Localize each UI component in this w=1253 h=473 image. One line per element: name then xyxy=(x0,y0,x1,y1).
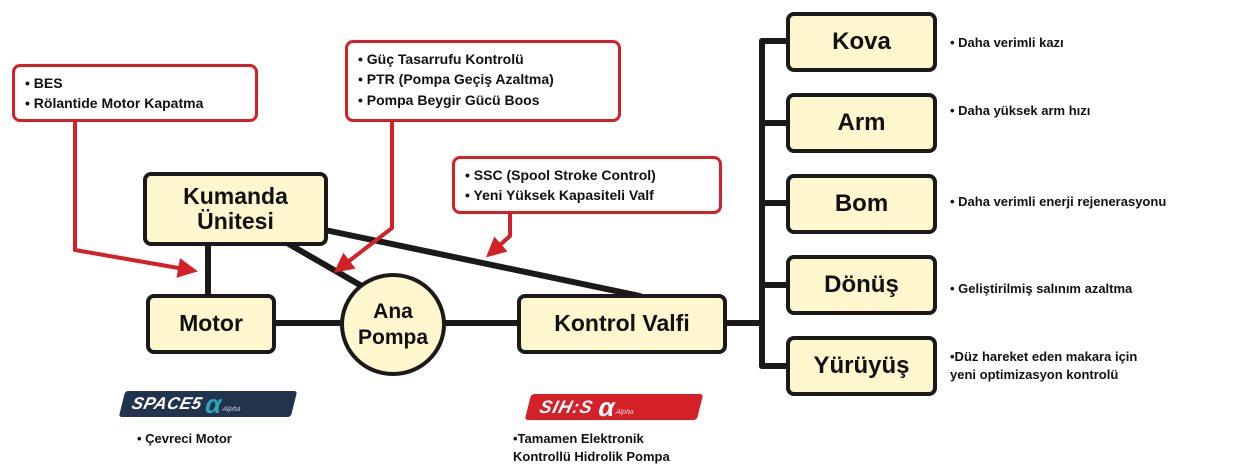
pump-caption-line-2: Kontrollü Hidrolik Pompa xyxy=(513,448,670,464)
pompa-line-2: Pompa xyxy=(357,325,428,349)
pompa-line-1: Ana xyxy=(373,300,413,324)
output-yuruyus-label: Yürüyüş xyxy=(813,351,910,379)
space5-logo-name: SPACE5 xyxy=(129,394,205,413)
space5-logo-tag: Alpha xyxy=(221,406,242,413)
output-donus: Dönüş xyxy=(786,255,937,315)
valve-callout-arrow xyxy=(486,212,512,258)
output-bom: Bom xyxy=(786,174,937,234)
desc-arm-text: • Daha yüksek arm hızı xyxy=(950,103,1091,118)
valve-callout: • SSC (Spool Stroke Control) • Yeni Yüks… xyxy=(452,156,722,214)
motor-caption: • Çevreci Motor xyxy=(137,430,232,448)
desc-arm: • Daha yüksek arm hızı xyxy=(950,102,1090,120)
output-kova-label: Kova xyxy=(832,27,891,55)
space5-logo: SPACE5 α Alpha xyxy=(118,389,298,419)
desc-yuruyus: •Düz hareket eden makara için yeni optim… xyxy=(950,348,1137,384)
motor-caption-text: • Çevreci Motor xyxy=(137,431,232,446)
engine-callout: • BES • Rölantide Motor Kapatma xyxy=(12,64,258,122)
desc-donus-text: • Geliştirilmiş salınım azaltma xyxy=(950,281,1133,296)
pump-callout-line-2: • PTR (Pompa Geçiş Azaltma) xyxy=(358,71,554,88)
sihs-logo-mark: α xyxy=(595,392,619,422)
engine-callout-line-1: • BES xyxy=(25,75,63,91)
pump-callout: • Güç Tasarrufu Kontrolü • PTR (Pompa Ge… xyxy=(345,40,621,122)
output-arm: Arm xyxy=(786,93,937,153)
sihs-logo-tag: Alpha xyxy=(614,409,635,416)
desc-donus: • Geliştirilmiş salınım azaltma xyxy=(950,280,1132,298)
kumanda-line-1: Kumanda xyxy=(183,182,288,209)
motor-label: Motor xyxy=(179,310,243,337)
desc-yuruyus-line-2: yeni optimizasyon kontrolü xyxy=(950,367,1119,383)
pump-caption-line-1: •Tamamen Elektronik xyxy=(513,431,644,446)
engine-callout-line-2: • Rölantide Motor Kapatma xyxy=(25,95,204,112)
output-kova: Kova xyxy=(786,12,937,72)
valve-callout-line-2: • Yeni Yüksek Kapasiteli Valf xyxy=(465,187,654,204)
valf-label: Kontrol Valfi xyxy=(554,310,690,337)
desc-bom-text: • Daha verimli enerji rejenerasyonu xyxy=(950,194,1167,209)
space5-logo-mark: α xyxy=(202,389,226,419)
kumanda-line-2: Ünitesi xyxy=(197,208,274,234)
output-yuruyus: Yürüyüş xyxy=(786,336,937,396)
sihs-logo-name: SIH:S xyxy=(537,396,596,417)
pump-callout-line-3: • Pompa Beygir Gücü Boos xyxy=(358,91,540,108)
kontrol-valfi-node: Kontrol Valfi xyxy=(517,294,727,354)
output-bom-label: Bom xyxy=(834,189,889,217)
output-donus-label: Dönüş xyxy=(824,270,899,298)
sihs-logo: SIH:S α Alpha xyxy=(524,392,704,422)
ana-pompa-node: Ana Pompa xyxy=(340,273,446,376)
valve-callout-line-1: • SSC (Spool Stroke Control) xyxy=(465,167,656,183)
engine-callout-arrow xyxy=(73,122,198,278)
pump-callout-arrow xyxy=(333,122,394,273)
pump-caption: •Tamamen Elektronik Kontrollü Hidrolik P… xyxy=(513,430,670,465)
kumanda-unitesi-node: Kumanda Ünitesi xyxy=(143,172,328,246)
desc-yuruyus-line-1: •Düz hareket eden makara için xyxy=(950,349,1138,364)
output-arm-label: Arm xyxy=(837,108,886,136)
desc-kova: • Daha verimli kazı xyxy=(950,34,1064,52)
desc-kova-text: • Daha verimli kazı xyxy=(950,35,1064,50)
pump-callout-line-1: • Güç Tasarrufu Kontrolü xyxy=(358,51,524,67)
desc-bom: • Daha verimli enerji rejenerasyonu xyxy=(950,193,1166,211)
motor-node: Motor xyxy=(146,294,276,354)
